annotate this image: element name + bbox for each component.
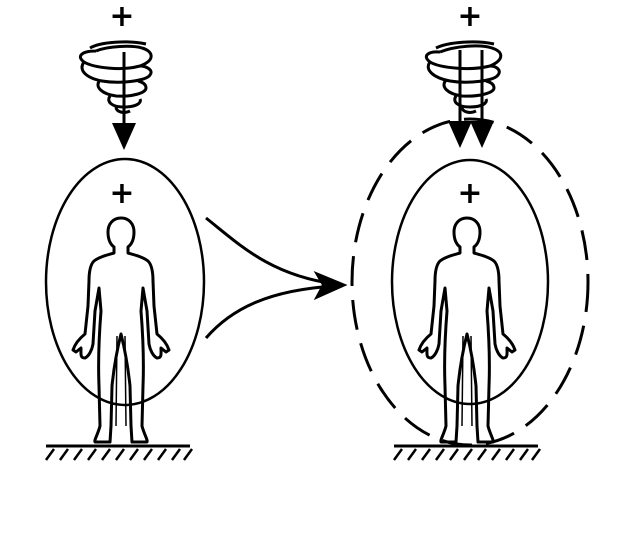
right-outer-aura-dashed [350,117,590,447]
right-panel: + + [350,0,590,462]
left-aura-oval [44,157,206,407]
left-spiral-icon [79,40,153,114]
right-aura-oval [390,158,550,406]
right-human-figure [417,216,517,444]
right-spiral-icon [424,40,503,114]
left-top-plus-symbol: + [109,0,134,34]
left-human-figure [71,216,171,444]
transition-arrow-icon [204,216,348,339]
left-inner-plus-symbol: + [109,176,134,211]
right-top-plus-symbol: + [457,0,482,34]
left-panel: + + [44,0,206,462]
right-ground [392,444,542,462]
right-inner-plus-symbol: + [457,176,482,211]
left-ground [44,444,194,462]
